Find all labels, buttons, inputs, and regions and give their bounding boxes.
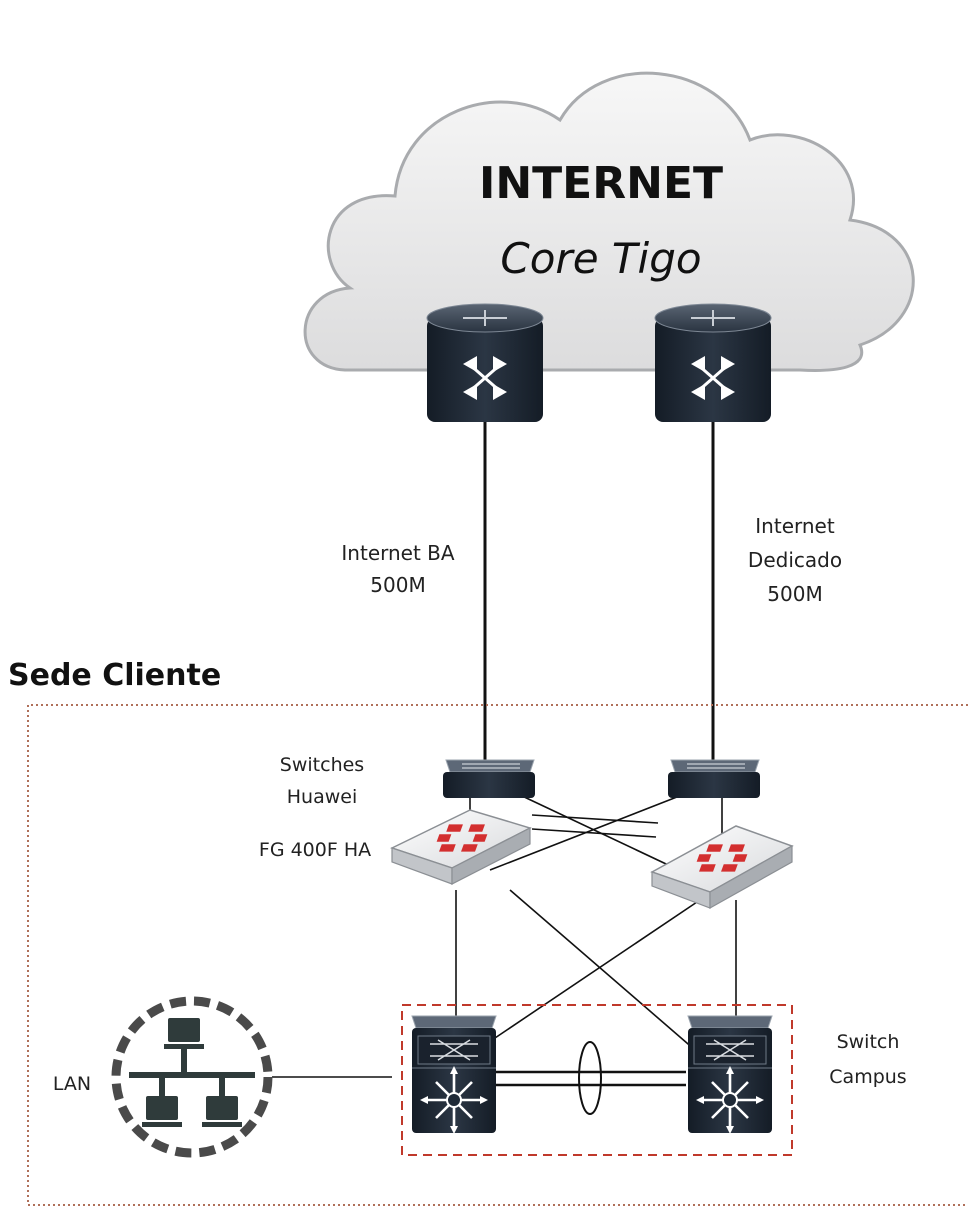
campus-label-line2: Campus — [829, 1066, 906, 1088]
router-icon — [654, 303, 772, 422]
site-title: Sede Cliente — [8, 658, 221, 693]
link-label-dedicado-line3: 500M — [767, 582, 822, 606]
firewall-icon — [390, 809, 533, 885]
site-boundary — [27, 704, 968, 1206]
switches-label-line1: Switches — [280, 754, 364, 776]
firewall-icon — [650, 825, 794, 910]
switch-icon — [668, 759, 760, 798]
link-label-dedicado-line1: Internet — [755, 514, 835, 538]
cloud-icon — [303, 71, 915, 372]
cloud-subtitle: Core Tigo — [500, 234, 701, 283]
link-label-dedicado-line2: Dedicado — [748, 548, 842, 572]
campus-label-line1: Switch — [837, 1031, 900, 1053]
campus-boundary — [401, 1004, 793, 1156]
site-links — [272, 794, 737, 1115]
lan-label: LAN — [53, 1073, 91, 1095]
switches-label-line2: Huawei — [287, 786, 357, 808]
link-label-ba-line2: 500M — [370, 573, 425, 597]
core-switch-icon — [687, 1015, 773, 1134]
link-label-ba-line1: Internet BA — [341, 541, 454, 565]
router-icon — [426, 303, 544, 422]
cloud-title: INTERNET — [479, 158, 723, 209]
lan-icon — [111, 996, 273, 1158]
switch-icon — [443, 759, 535, 798]
firewall-label: FG 400F HA — [259, 839, 371, 861]
core-switch-icon — [411, 1015, 497, 1134]
